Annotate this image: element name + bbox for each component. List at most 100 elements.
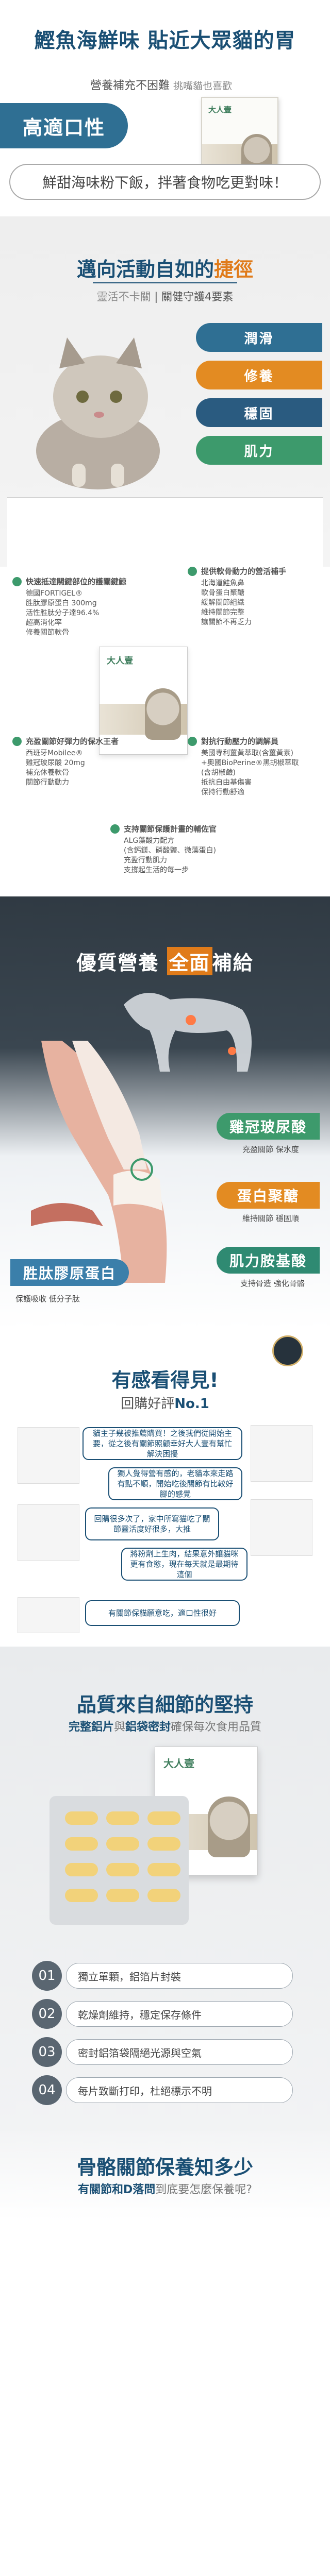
quality-sub-gray: 與	[113, 1721, 125, 1734]
reviews-title: 有感看得見!	[111, 1369, 219, 1392]
feature-line: 維持關節完整	[201, 608, 244, 617]
quality-sub-c: 確保每次食用品質	[171, 1721, 262, 1734]
item-number: 02	[32, 1999, 62, 2029]
label-amino-acid: 肌力胺基酸	[217, 1247, 320, 1274]
bone-care-title: 骨骼關節保養知多少	[76, 2156, 253, 2179]
elements-sub-gray: 靈活不卡關	[96, 291, 151, 303]
quality-section: 品質來自細節的堅持 完整鋁片與鋁袋密封確保每次食用品質 大人壹 01 獨立單顆，…	[0, 1647, 330, 2193]
review-screenshot	[251, 1425, 312, 1482]
tag-muscle: 肌力	[196, 436, 322, 465]
quality-sub-b: 鋁袋密封	[125, 1721, 171, 1734]
tablet-icon	[65, 1837, 98, 1851]
feature-line: 修養關節軟骨	[26, 629, 69, 637]
item-number: 04	[32, 2075, 62, 2105]
tablet-icon	[147, 1837, 180, 1851]
review-card: 有關節保貓願意吃，適口性很好	[85, 1600, 240, 1626]
feature-line: 美國專利薑黃萃取(含薑黃素)	[201, 749, 293, 757]
product-brand: 大人壹	[163, 1757, 194, 1770]
feature-title: 提供軟骨動力的營活補手	[201, 567, 287, 576]
review-card: 回購很多次了，家中所寫猫吃了關節靈活度好很多，大推	[85, 1507, 219, 1540]
quality-title: 品質來自細節的堅持	[76, 1693, 253, 1716]
nutrition-title-highlight: 全面	[167, 947, 212, 975]
cat-photo	[36, 337, 160, 489]
tag-repair: 修養	[196, 361, 322, 389]
quality-sub-a: 完整鋁片	[68, 1721, 114, 1734]
item-label: 獨立單顆，鋁箔片封裝	[66, 1963, 293, 1989]
quality-item-4: 04 每片致斷打印，杜絕標示不明	[32, 2075, 300, 2105]
reviews-sub-no: No.1	[174, 1396, 209, 1412]
review-card: 貓主子幾被推薦購買！之後我們從開始主要，從之後有關節照顧幸好大人壹有幫忙解決困擾	[82, 1427, 242, 1460]
cat-icon	[208, 1797, 250, 1857]
feature-line: 活性胜肽分子達96.4%	[26, 609, 100, 617]
feature-turmeric: 對抗行動壓力的調解員 美國專利薑黃萃取(含薑黃素) +奧國BioPerine®黑…	[188, 737, 330, 798]
caption-collagen: 保護吸收 低分子肽	[15, 1294, 80, 1303]
feature-line: 軟骨蛋白聚醣	[201, 589, 244, 597]
review-card: 將粉劑上生肉，結果意外讓貓咪更有食慾，現在每天就是最期待這個	[121, 1548, 248, 1581]
feature-line: 充盈行動肌力	[124, 856, 167, 865]
feature-line: +奧國BioPerine®黑胡椒萃取	[201, 759, 299, 767]
hero-tagline: 鮮甜海味粉下飯，拌著食物吃更對味！	[9, 164, 321, 200]
item-number: 03	[32, 2037, 62, 2067]
reviews-sub-a: 回購好評	[121, 1396, 175, 1412]
palatability-pill: 高適口性	[0, 103, 128, 148]
quality-subtitle: 完整鋁片與鋁袋密封確保每次食用品質	[0, 1718, 330, 1734]
review-screenshot	[251, 1499, 312, 1556]
tag-lubricate: 潤滑	[196, 323, 322, 352]
hero-headline: 鰹魚海鮮味 貼近大眾貓的胃	[34, 29, 296, 53]
label-proteoglycan: 蛋白聚醣	[217, 1182, 320, 1209]
product-brand: 大人壹	[107, 656, 133, 666]
feature-line: 緩解關節組織	[201, 599, 244, 607]
review-final-row: 有關節保貓願意吃，適口性很好	[0, 1597, 330, 1647]
hero-sub-gray: 挑嘴貓也喜歡	[173, 80, 233, 92]
check-icon	[12, 737, 22, 746]
item-number: 01	[32, 1961, 62, 1991]
nutrition-title-b: 補給	[212, 952, 254, 974]
item-label: 密封鋁箔袋隔絕光源與空氣	[66, 2039, 293, 2065]
feature-alg: 支持關節保護計畫的輔佐官 ALG藻酸力配方 (含鈣鎂、磷酸鹽、微藻蛋白) 充盈行…	[110, 824, 258, 875]
nutrition-title: 優質營養 全面補給	[0, 947, 330, 975]
bone-care-subtitle: 有關節和D落問到底要怎麼保養呢?	[0, 2180, 330, 2197]
feature-line: 保持行動舒適	[201, 788, 244, 796]
tablet-icon	[65, 1811, 98, 1825]
nutrition-section: 優質營養 全面補給 雞冠玻尿酸 充盈關節 保水度 蛋白聚醣 維持關節 穩固順 肌…	[0, 896, 330, 1329]
feature-hyaluronic: 充盈關節好彈力的保水王者 西班牙Mobilee® 雞冠玻尿酸 20mg 補充休養…	[12, 737, 160, 788]
tablet-icon	[106, 1811, 139, 1825]
tablet-icon	[147, 1811, 180, 1825]
review-screenshot	[18, 1427, 79, 1484]
caption-proteoglycan: 維持關節 穩固順	[242, 1214, 299, 1223]
check-icon	[110, 824, 120, 834]
tag-stabilize: 穩固	[196, 398, 322, 427]
bone-care-sub-gray: 到底要怎麼保養呢?	[155, 2183, 252, 2196]
feature-line: 德國FORTIGEL®	[26, 589, 82, 598]
bone-care-section: 骨骼關節保養知多少 有關節和D落問到底要怎麼保養呢?	[0, 2131, 330, 2221]
item-label: 每片致斷打印，杜絕標示不明	[66, 2077, 293, 2103]
feature-line: 胜肽膠原蛋白 300mg	[26, 599, 97, 607]
feature-title: 快速抵達關鍵部位的護關鍵鯨	[26, 577, 127, 586]
product-brand: 大人壹	[208, 105, 232, 114]
feature-collagen: 快速抵達關鍵部位的護關鍵鯨 德國FORTIGEL® 胜肽膠原蛋白 300mg 活…	[12, 577, 160, 638]
review-card: 獨人覺得營有感的，老貓本來走路有點不順，開始吃後關節有比較好腳的感覺	[108, 1467, 242, 1500]
feature-line: (含鈣鎂、磷酸鹽、微藻蛋白)	[124, 846, 216, 855]
hero-subline: 營養補充不困難 挑嘴貓也喜歡	[90, 76, 232, 93]
elements-title-highlight: 捷徑	[214, 258, 254, 281]
tablet-icon	[147, 1863, 180, 1876]
tablet-icon	[106, 1863, 139, 1876]
quality-item-2: 02 乾燥劑維持，穩定保存條件	[32, 1999, 300, 2029]
blister-pack-image	[50, 1796, 189, 1925]
tablet-icon	[65, 1889, 98, 1902]
product-box-center: 大人壹	[99, 647, 188, 755]
feature-line: 關節行動動力	[26, 778, 69, 787]
feature-line: 雞冠玻尿酸 20mg	[26, 759, 85, 767]
hero-section: 鰹魚海鮮味 貼近大眾貓的胃 營養補充不困難 挑嘴貓也喜歡 高適口性 大人壹 鮮甜…	[0, 0, 330, 216]
feature-line: 北海道鮭魚鼻	[201, 579, 244, 587]
cat-icon	[145, 688, 181, 740]
tablet-icon	[106, 1889, 139, 1902]
tablet-icon	[65, 1863, 98, 1876]
feature-title: 支持關節保護計畫的輔佐官	[124, 824, 217, 834]
hero-sub-main: 營養補充不困難	[90, 79, 170, 92]
reviews-subtitle: 回購好評No.1	[0, 1393, 330, 1412]
label-hyaluronic: 雞冠玻尿酸	[217, 1113, 320, 1140]
feature-line: 抵抗自由基傷害	[201, 778, 252, 787]
review-screenshot	[18, 1597, 79, 1633]
title-divider	[93, 282, 237, 283]
